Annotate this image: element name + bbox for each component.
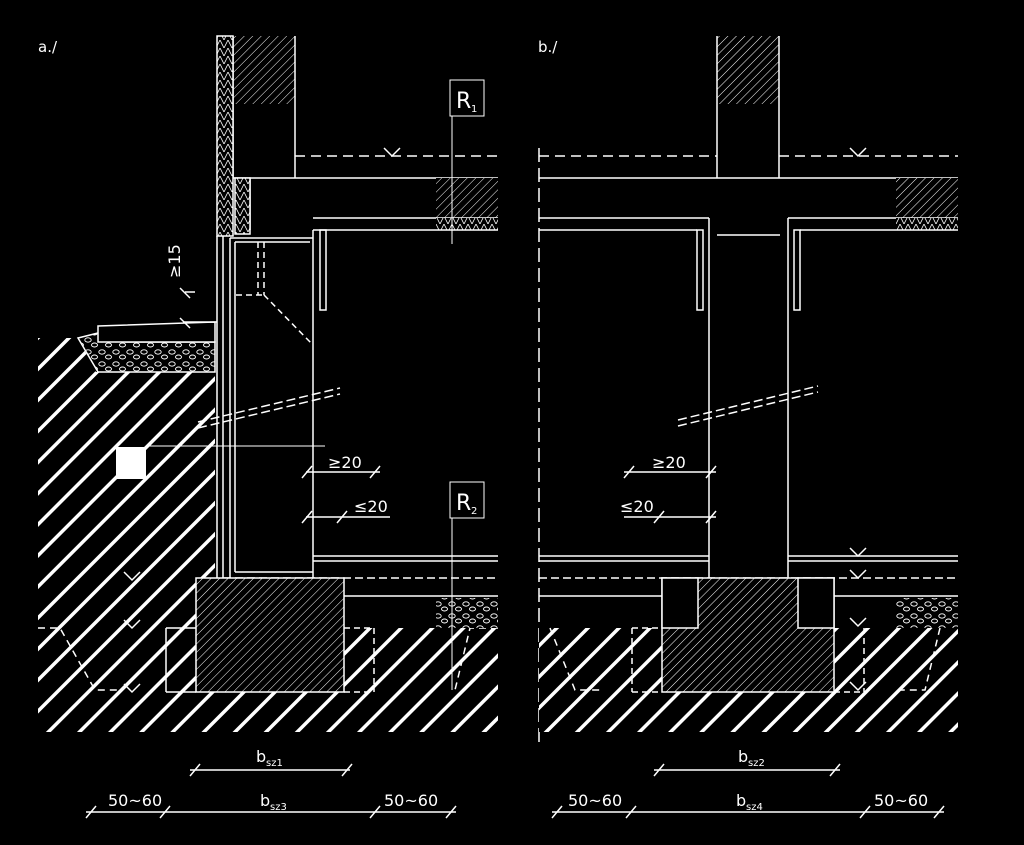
dim-a-left: 50~60 xyxy=(108,791,162,810)
panel-a-drawing xyxy=(38,35,498,819)
panel-a-label: a./ xyxy=(38,38,58,56)
dim-a-right: 50~60 xyxy=(384,791,438,810)
dim-bsz3-sub: sz3 xyxy=(270,802,287,813)
marker-r2-letter: R xyxy=(456,491,471,516)
marker-r2-index: 2 xyxy=(471,506,477,517)
marker-r2: R 2 xyxy=(456,491,477,517)
panel-b-drawing xyxy=(538,36,958,819)
dim-bsz1-base: b xyxy=(256,747,266,766)
marker-r1-index: 1 xyxy=(471,104,477,115)
marker-r1: R 1 xyxy=(456,89,477,115)
panel-b-ge20-annotation: ≥20 xyxy=(652,453,686,472)
gap-min-annotation: ≥15 xyxy=(165,244,184,278)
dim-bsz4-base: b xyxy=(736,791,746,810)
dim-bsz1-sub: sz1 xyxy=(266,758,283,769)
panel-a-le20-annotation: ≤20 xyxy=(354,497,388,516)
marker-r1-letter: R xyxy=(456,89,471,114)
panel-b-label: b./ xyxy=(538,38,558,56)
dim-b-left: 50~60 xyxy=(568,791,622,810)
panel-b-le20-annotation: ≤20 xyxy=(620,497,654,516)
dim-bsz3-base: b xyxy=(260,791,270,810)
drain-pipe-symbol xyxy=(116,447,146,479)
dim-bsz2-sub: sz2 xyxy=(748,758,765,769)
panel-a-ge20-annotation: ≥20 xyxy=(328,453,362,472)
dim-bsz4-sub: sz4 xyxy=(746,802,763,813)
dim-b-right: 50~60 xyxy=(874,791,928,810)
dim-bsz2-base: b xyxy=(738,747,748,766)
